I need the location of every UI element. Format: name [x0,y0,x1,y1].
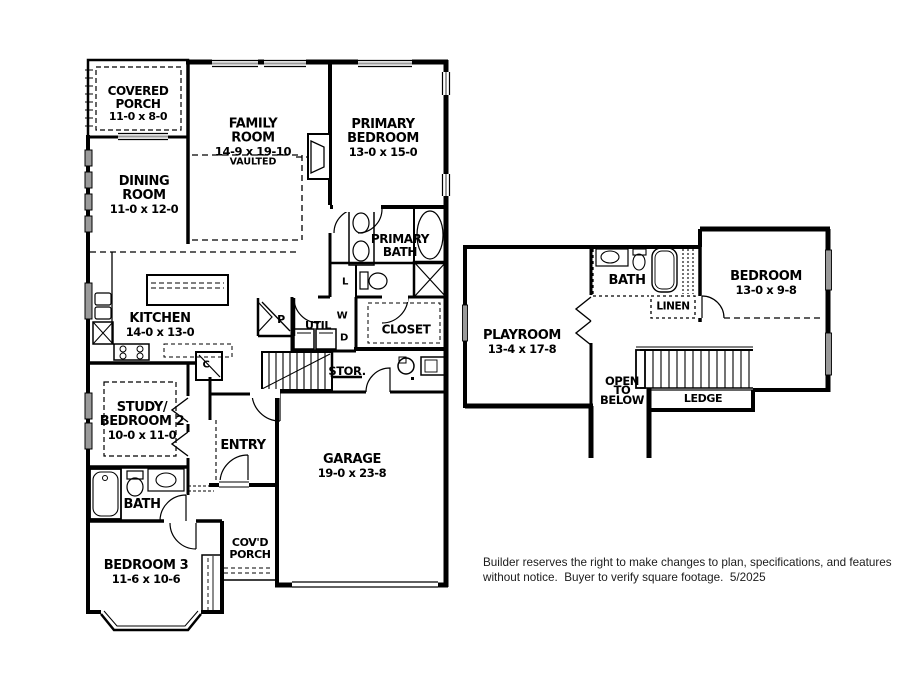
label-linen-closet: L [342,276,348,288]
label-pantry: P [277,313,285,327]
label-covered-porch: COVERED PORCH 11-0 x 8-0 [107,84,169,124]
kitchen-fixtures [92,252,291,381]
label-study-bedroom2: STUDY/ BEDROOM 2 10-0 x 11-0 [99,399,185,442]
disclaimer-line2: without notice. Buyer to verify square f… [483,570,766,584]
label-garage: GARAGE 19-0 x 23-8 [317,451,387,480]
front-door [219,454,249,484]
kitchen-island [146,274,229,306]
label-bedroom3: BEDROOM 3 11-6 x 10-6 [103,557,189,586]
label-primary-bedroom: PRIMARY BEDROOM 13-0 x 15-0 [347,116,419,159]
bay-window [100,610,202,632]
bifold-door [574,296,592,322]
garage-door [292,580,438,590]
toilet-tank [126,470,144,480]
label-coat-closet: C [202,359,210,371]
label-upper-bedroom: BEDROOM 13-0 x 9-8 [730,268,802,297]
upper-doors [574,295,725,346]
bedroom3-closet [201,554,223,614]
stairs-upper [635,346,754,411]
builder-disclaimer: Builder reserves the right to make chang… [483,556,892,585]
stairs-main [261,351,333,391]
sink-icon [352,240,370,262]
label-bath: BATH [123,496,161,512]
toilet-icon [368,272,388,290]
mechanical-equipment [397,356,446,380]
garage-hall-door [365,367,391,393]
toilet-tank [632,248,647,256]
upper-windows [461,249,833,376]
label-kitchen: KITCHEN 14-0 x 13-0 [125,310,195,339]
label-storage: STOR. [328,363,366,378]
furnace-icon [420,356,446,376]
counter-dashed [163,343,233,358]
window-icon [825,332,832,376]
pantry-door [261,301,291,332]
toilet-icon [126,477,144,497]
disclaimer-line1: Builder reserves the right to make chang… [483,556,892,569]
fireplace [307,133,331,180]
windows-and-openings [84,59,451,590]
range-icon [113,343,150,361]
label-entry: ENTRY [220,437,266,453]
main-floor-plan [84,58,451,632]
label-family-room: FAMILY ROOM 14-9 x 19-10 VAULTED [214,116,292,169]
ledge-box [648,389,754,411]
window-icon [84,59,451,450]
bathtub-icon [651,247,678,293]
primary-bath-fixtures [348,206,448,299]
sink-icon [600,250,620,264]
label-open-to-below: OPEN TO BELOW [599,373,645,407]
upper-floor-plan [461,226,833,458]
label-primary-bath: PRIMARY BATH [370,232,430,259]
dryer-icon [315,328,337,350]
label-dryer: D [340,332,348,344]
window-icon [825,249,832,291]
label-linen: LINEN [656,300,690,313]
label-ledge: LEDGE [683,392,723,406]
bifold-door [574,320,592,346]
label-upper-bath: BATH [608,272,646,288]
window-icon [462,304,468,342]
label-playroom: PLAYROOM 13-4 x 17-8 [483,327,561,356]
toilet-icon [632,253,646,271]
refrigerator [92,321,114,345]
bifold-door [170,431,189,457]
label-washer: W [336,310,348,322]
bathtub-icon [416,210,444,260]
utility-appliances [293,328,337,350]
sink-icon [352,212,370,234]
upper-dashed-walls [592,249,824,319]
hall-bath-fixtures [89,468,185,520]
kitchen-sink-icon [94,292,112,306]
sink-icon [155,472,177,488]
bifold-door [170,397,189,423]
upper-bath-fixtures [595,247,678,293]
label-closet: CLOSET [381,322,431,337]
washer-icon [293,328,315,350]
label-covd-porch: COV'D PORCH [229,536,271,561]
shower [412,260,448,299]
label-dining-room: DINING ROOM 11-0 x 12-0 [109,173,179,216]
bathtub-icon [89,468,122,520]
label-util: UTIL [305,319,331,333]
coat-closet-box [195,351,223,381]
vanity-counter [147,468,185,492]
bedroom-door [701,295,725,319]
toilet-tank [359,271,369,290]
dashed-lines [90,154,441,574]
vanity-counter [595,248,629,267]
linen-closet-box [650,295,696,319]
